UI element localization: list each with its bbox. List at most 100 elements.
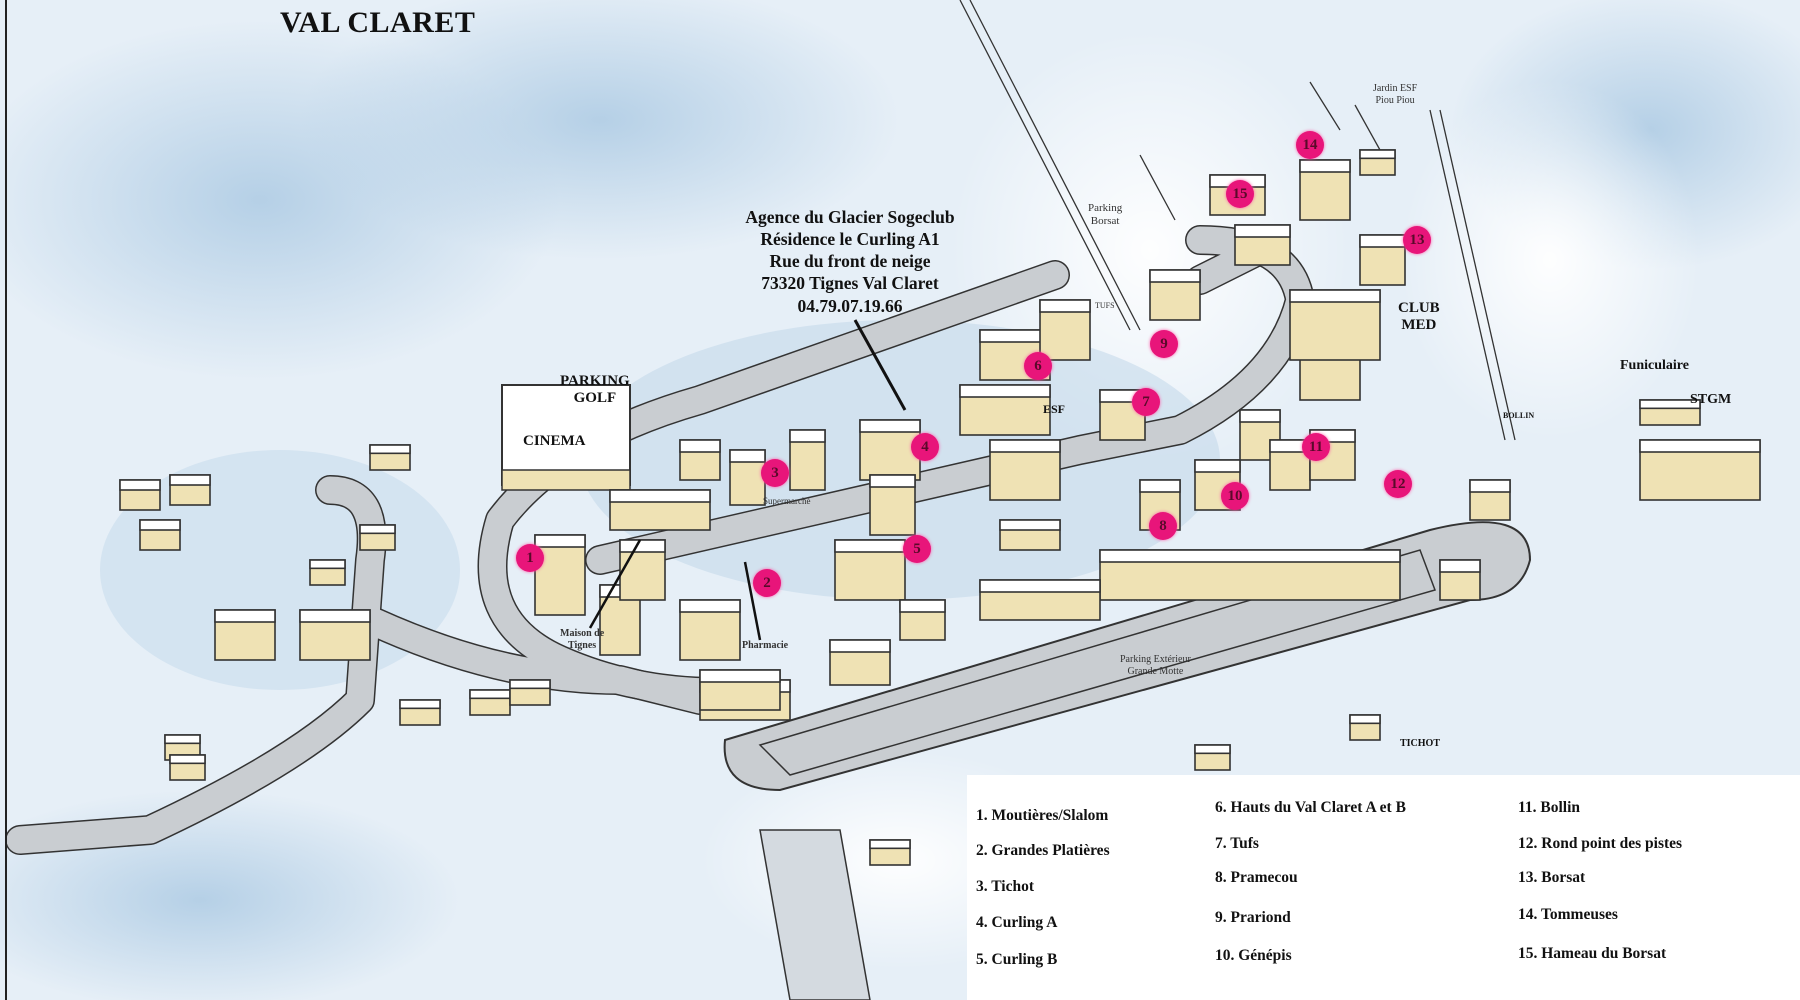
- legend: 1. Moutières/Slalom 2. Grandes Platières 3…: [967, 775, 1800, 1000]
- label-pharmacie: Pharmacie: [742, 640, 789, 651]
- building-roof: [1289, 289, 1381, 303]
- building-roof: [309, 559, 346, 570]
- label-cinema: CINEMA: [523, 433, 586, 449]
- building-roof: [859, 419, 921, 433]
- building-roof: [609, 489, 711, 503]
- building-roof: [979, 579, 1101, 593]
- legend-item: 14. Tommeuses: [1518, 906, 1618, 923]
- building-roof: [999, 519, 1061, 531]
- building-roof: [164, 734, 201, 745]
- building-roof: [1299, 159, 1351, 173]
- legend-item: 11. Bollin: [1518, 799, 1581, 816]
- building-roof: [869, 474, 916, 488]
- building-roof: [299, 609, 371, 623]
- ski-lanes: [759, 829, 871, 1000]
- residence-marker-9[interactable]: 9: [1150, 330, 1178, 358]
- residence-marker-6[interactable]: 6: [1024, 352, 1052, 380]
- lifts: [959, 0, 1516, 441]
- building-roof: [1439, 559, 1481, 573]
- building-roof: [619, 539, 666, 553]
- building-roof: [1469, 479, 1511, 493]
- building-roof: [679, 439, 721, 453]
- street: Rue du front de neige: [769, 251, 931, 272]
- building-roof: [119, 479, 161, 491]
- legend-item: 8. Pramecou: [1215, 869, 1298, 886]
- label-funiculaire: Funiculaire: [1620, 358, 1689, 373]
- residence-marker-11[interactable]: 11: [1302, 433, 1330, 461]
- building-roof: [1639, 439, 1761, 453]
- building-roof: [359, 524, 396, 535]
- label-esf: ESF: [1043, 402, 1066, 416]
- residence-marker-5[interactable]: 5: [903, 535, 931, 563]
- label-tichot: TICHOT: [1400, 738, 1441, 749]
- agency-address: Agence du Glacier Sogeclub Résidence le …: [720, 207, 980, 318]
- city: 73320 Tignes Val Claret: [761, 273, 939, 294]
- buildings: [119, 149, 1761, 866]
- building-roof: [699, 669, 781, 683]
- legend-item: 4. Curling A: [976, 914, 1058, 931]
- legend-item: 15. Hameau du Borsat: [1518, 945, 1667, 962]
- residence-marker-15[interactable]: 15: [1226, 180, 1254, 208]
- residence-marker-1[interactable]: 1: [516, 544, 544, 572]
- residence: Résidence le Curling A1: [760, 229, 940, 250]
- phone: 04.79.07.19.66: [797, 295, 903, 316]
- building-roof: [1349, 714, 1381, 725]
- legend-item: 2. Grandes Platières: [976, 842, 1110, 859]
- legend-item: 9. Prariond: [1215, 909, 1291, 926]
- legend-item: 10. Génépis: [1215, 947, 1292, 964]
- building-roof: [169, 754, 206, 765]
- building-roof: [1139, 479, 1181, 493]
- legend-item: 12. Rond point des pistes: [1518, 835, 1683, 852]
- building-roof: [729, 449, 766, 463]
- building-roof: [369, 444, 411, 455]
- building-roof: [1234, 224, 1291, 238]
- building-roof: [989, 439, 1061, 453]
- legend-item: 1. Moutières/Slalom: [976, 807, 1109, 824]
- agency-name: Agence du Glacier Sogeclub: [745, 207, 955, 227]
- legend-item: 3. Tichot: [976, 878, 1034, 895]
- label-supermarche: Supermarché: [763, 496, 811, 506]
- building-roof: [139, 519, 181, 531]
- residence-marker-7[interactable]: 7: [1132, 388, 1160, 416]
- residence-marker-2[interactable]: 2: [753, 569, 781, 597]
- building-roof: [1194, 459, 1241, 473]
- building-roof: [169, 474, 211, 486]
- residence-marker-10[interactable]: 10: [1221, 482, 1249, 510]
- residence-marker-14[interactable]: 14: [1296, 131, 1324, 159]
- building-roof: [1359, 149, 1396, 160]
- building-roof: [679, 599, 741, 613]
- building-roof: [1239, 409, 1281, 423]
- building-roof: [899, 599, 946, 613]
- residence-marker-12[interactable]: 12: [1384, 470, 1412, 498]
- building-roof: [1039, 299, 1091, 313]
- building-roof: [399, 699, 441, 710]
- label-bollin: BOLLIN: [1503, 411, 1535, 420]
- legend-item: 7. Tufs: [1215, 835, 1259, 852]
- label-tufs: TUFS: [1095, 301, 1115, 310]
- building-roof: [214, 609, 276, 623]
- residence-marker-4[interactable]: 4: [911, 433, 939, 461]
- building: [534, 534, 586, 616]
- building-roof: [1639, 399, 1701, 410]
- legend-item: 6. Hauts du Val Claret A et B: [1215, 799, 1406, 816]
- building-roof: [1099, 549, 1401, 563]
- building-roof: [959, 384, 1051, 398]
- parking-golf-cinema: [501, 384, 631, 491]
- legend-item: 13. Borsat: [1518, 869, 1586, 886]
- building-roof: [789, 429, 826, 443]
- building-roof: [1149, 269, 1201, 283]
- building-roof: [1194, 744, 1231, 755]
- residence-marker-3[interactable]: 3: [761, 459, 789, 487]
- building-roof: [509, 679, 551, 690]
- legend-item: 5. Curling B: [976, 951, 1058, 968]
- residence-marker-13[interactable]: 13: [1403, 226, 1431, 254]
- residence-marker-8[interactable]: 8: [1149, 512, 1177, 540]
- map-border: [5, 0, 7, 1000]
- building-roof: [869, 839, 911, 850]
- label-stgm: STGM: [1690, 392, 1732, 407]
